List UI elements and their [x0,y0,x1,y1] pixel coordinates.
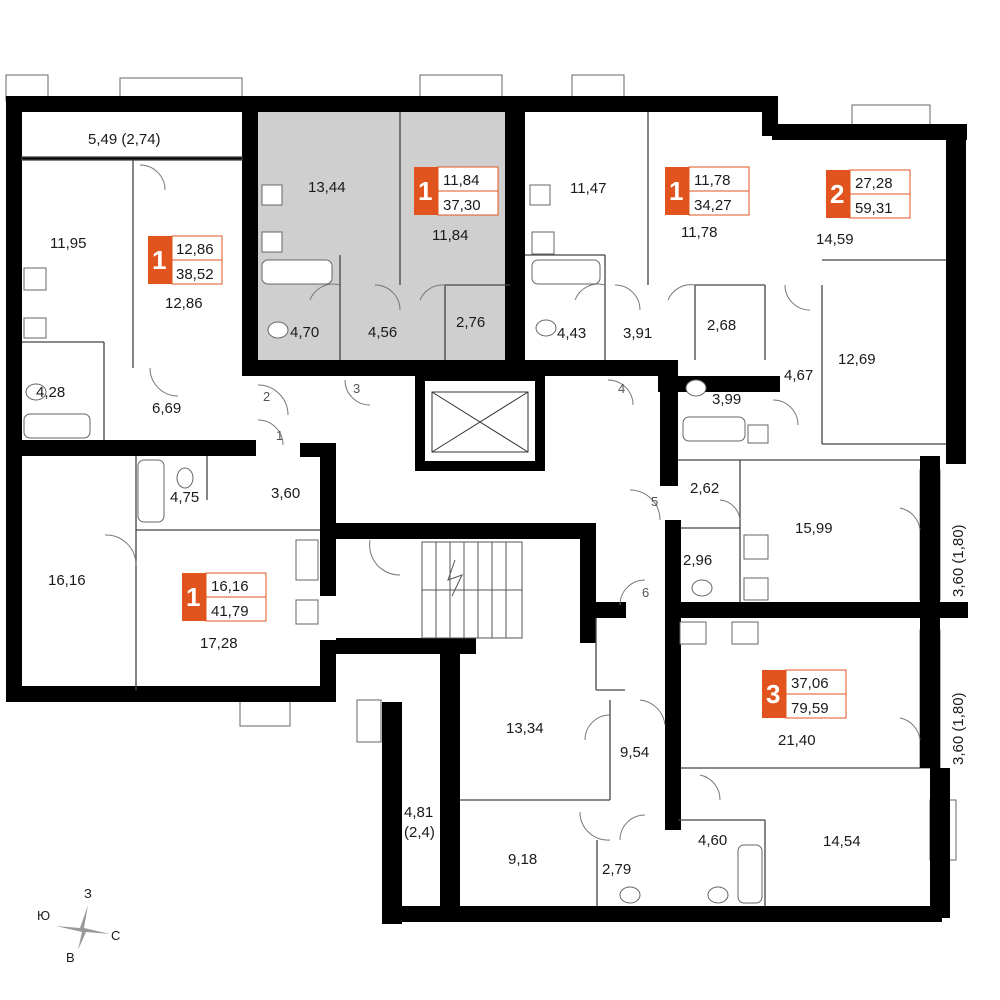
lift-shaft [431,391,529,453]
apartment-living-area: 16,16 [211,578,249,595]
apartment-rooms: 1 [186,582,200,612]
apartment-living-area: 11,84 [443,172,479,189]
entrance-number: 5 [651,494,658,509]
apartment-living-area: 11,78 [694,172,730,189]
room-label: 11,84 [432,227,468,244]
apartment-badge[interactable]: 2 27,28 59,31 [826,169,911,219]
apartment-total-area: 41,79 [211,603,249,620]
room-label: 3,99 [712,391,741,408]
room-label: 17,28 [200,635,238,652]
apartment-rooms: 2 [830,179,844,209]
room-label: 9,54 [620,744,649,761]
room-label: 4,75 [170,489,199,506]
entrance-number: 1 [276,428,283,443]
walls [6,96,968,924]
entrance-number: 2 [263,389,270,404]
apartment-badge[interactable]: 3 37,06 79,59 [762,669,847,719]
entrance-number: 3 [353,381,360,396]
room-label: 4,28 [36,384,65,401]
entrance-number: 4 [618,381,625,396]
room-label: 14,54 [823,833,861,850]
room-label: 6,69 [152,400,181,417]
room-label: 4,56 [368,324,397,341]
apartment-living-area: 27,28 [855,175,893,192]
door-swings [104,164,921,841]
apartment-total-area: 79,59 [791,700,829,717]
room-label: 9,18 [508,851,537,868]
entrance-number: 6 [642,585,649,600]
room-label: 2,96 [683,552,712,569]
room-label: 11,47 [570,180,606,197]
room-label: 2,62 [690,480,719,497]
apartment-badge[interactable]: 1 16,16 41,79 [182,572,267,622]
room-label: 15,99 [795,520,833,537]
apartment-rooms: 3 [766,679,780,709]
room-label: 13,34 [506,720,544,737]
room-label: 3,91 [623,325,652,342]
room-label: 3,60 (1,80) [950,524,967,597]
room-label: 4,81 [404,804,433,821]
room-label: 14,59 [816,231,854,248]
room-label: 12,69 [838,351,876,368]
room-label: 4,60 [698,832,727,849]
apartment-badge[interactable]: 1 11,84 37,30 [414,166,499,216]
apartment-total-area: 34,27 [694,197,732,214]
apartment-rooms: 1 [418,176,432,206]
room-label: 12,86 [165,295,203,312]
room-label: (2,4) [404,824,435,841]
apartment-total-area: 37,30 [443,197,481,214]
apartment-badge[interactable]: 1 11,78 34,27 [665,166,750,216]
apartment-badge[interactable]: 1 12,86 38,52 [148,235,223,285]
room-label: 4,67 [784,367,813,384]
room-label: 2,76 [456,314,485,331]
room-label: 11,78 [681,224,717,241]
room-label: 4,43 [557,325,586,342]
partitions [21,112,946,906]
apartment-total-area: 59,31 [855,200,893,217]
compass-west: З [84,886,92,901]
bathroom-fixtures [23,231,769,904]
room-label: 3,60 [271,485,300,502]
apartment-living-area: 37,06 [791,675,829,692]
room-label: 5,49 (2,74) [88,131,161,148]
apartment-rooms: 1 [152,245,166,275]
room-area-labels: 5,49 (2,74) 11,95 12,86 4,28 6,69 13,44 … [36,131,967,878]
compass-star-icon [56,905,110,950]
compass-south: Ю [37,908,50,923]
room-label: 2,68 [707,317,736,334]
room-label: 4,70 [290,324,319,341]
room-label: 21,40 [778,732,816,749]
room-label: 3,60 (1,80) [950,692,967,765]
room-label: 13,44 [308,179,346,196]
kitchen-stoves [23,184,769,645]
apartment-rooms: 1 [669,176,683,206]
apartment-living-area: 12,86 [176,241,214,258]
staircase [421,541,523,639]
compass-north: С [111,928,120,943]
entrance-numbers: 1 2 3 4 5 6 [263,381,658,600]
highlighted-apartment[interactable] [257,112,510,360]
apartment-total-area: 38,52 [176,266,214,283]
room-label: 2,79 [602,861,631,878]
compass-east: В [66,950,75,965]
compass-rose: З Ю С В [37,886,120,965]
room-label: 16,16 [48,572,86,589]
room-label: 11,95 [50,235,86,252]
